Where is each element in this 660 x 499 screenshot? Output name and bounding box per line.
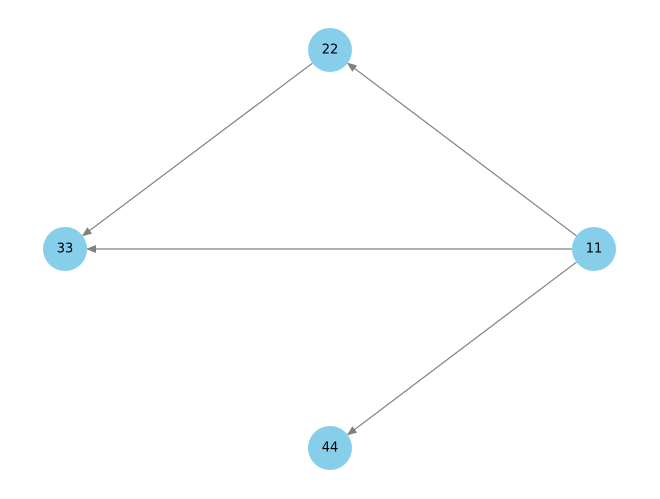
nodes-layer: 11 22 33 44: [43, 28, 616, 470]
node-label: 44: [322, 441, 339, 456]
node-circle: [572, 227, 616, 271]
node-circle: [308, 28, 352, 72]
node-label: 33: [57, 242, 74, 257]
node-label: 11: [586, 242, 603, 257]
edge-11-to-22: [346, 62, 577, 237]
node-circle: [308, 426, 352, 470]
node-33: 33: [43, 227, 87, 271]
node-11: 11: [572, 227, 616, 271]
edge-11-to-44: [346, 261, 577, 436]
edge-22-to-33: [81, 62, 313, 237]
node-label: 22: [322, 43, 339, 58]
edges-layer: [81, 62, 577, 436]
node-circle: [43, 227, 87, 271]
node-44: 44: [308, 426, 352, 470]
node-22: 22: [308, 28, 352, 72]
